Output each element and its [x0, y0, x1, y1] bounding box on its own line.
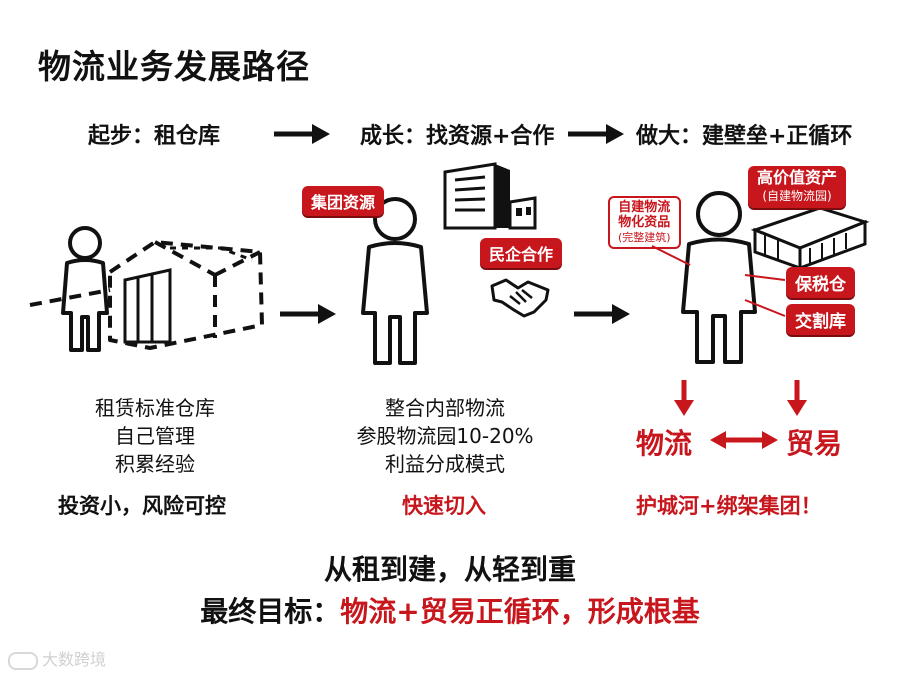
double-arrow-icon: [710, 431, 778, 449]
footer-line-2: 最终目标：物流+贸易正循环，形成根基: [0, 590, 900, 630]
tag-private-cooperation: 民企合作: [480, 238, 563, 268]
column-2-line-3: 利益分成模式: [385, 452, 505, 476]
stage-1-label: 起步：租仓库: [88, 124, 221, 149]
person-icon-large: [681, 191, 757, 364]
tag-self-built-line1: 自建物流: [618, 200, 671, 215]
header-arrow-2: [568, 124, 624, 144]
watermark: 大数跨境: [8, 646, 106, 670]
person-icon-medium: [361, 197, 429, 365]
tag-group-resources: 集团资源: [302, 186, 385, 216]
footer-line-1: 从租到建，从轻到重: [323, 553, 576, 586]
flow-arrow-2: [574, 304, 630, 324]
column-2-line-2: 参股物流园10-20%: [356, 424, 534, 448]
rented-warehouse-icon: [29, 240, 264, 350]
flow-arrow-1: [280, 304, 336, 324]
down-arrow-right: [787, 380, 807, 416]
handshake-icon: [490, 278, 550, 318]
tag-bonded-warehouse: 保税仓: [786, 267, 855, 298]
column-1-line-3: 积累经验: [115, 452, 195, 476]
column-3-summary: 护城河+绑架集团！: [636, 494, 822, 518]
tag-high-value-assets: 高价值资产 (自建物流园): [748, 166, 847, 208]
column-1-line-1: 租赁标准仓库: [95, 396, 215, 420]
watermark-logo-icon: [8, 651, 38, 670]
footer-goal-highlight: 物流+贸易正循环，形成根基: [340, 595, 700, 628]
column-1-line-2: 自己管理: [115, 424, 195, 448]
column-2-summary: 快速切入: [402, 494, 486, 518]
page-title: 物流业务发展路径: [38, 47, 310, 86]
column-1-description: 租赁标准仓库 自己管理 积累经验: [60, 394, 250, 478]
column-2-line-1: 整合内部物流: [385, 396, 505, 420]
tag-high-value-assets-sub: (自建物流园): [762, 189, 832, 203]
header-arrow-1: [274, 124, 330, 144]
watermark-text: 大数跨境: [42, 650, 107, 669]
logistics-word: 物流: [636, 427, 693, 460]
tag-self-built-logistics: 自建物流 物化资品 (完整建筑): [608, 196, 681, 249]
down-arrow-left: [674, 380, 694, 416]
tag-self-built-sub: (完整建筑): [618, 231, 671, 244]
column-1-summary: 投资小，风险可控: [58, 494, 226, 518]
logistics-park-icon: [750, 206, 870, 271]
column-2-description: 整合内部物流 参股物流园10-20% 利益分成模式: [330, 394, 560, 478]
stage-3-label: 做大：建壁垒+正循环: [636, 124, 853, 149]
person-icon-small: [61, 226, 109, 352]
trade-word: 贸易: [786, 427, 843, 460]
tag-delivery-warehouse: 交割库: [786, 304, 855, 335]
footer-goal-prefix: 最终目标：: [200, 595, 341, 628]
stage-2-label: 成长：找资源+合作: [360, 124, 555, 149]
tag-self-built-line2: 物化资品: [618, 215, 671, 230]
office-building-icon: [443, 162, 537, 230]
tag-high-value-assets-title: 高价值资产: [757, 168, 838, 187]
